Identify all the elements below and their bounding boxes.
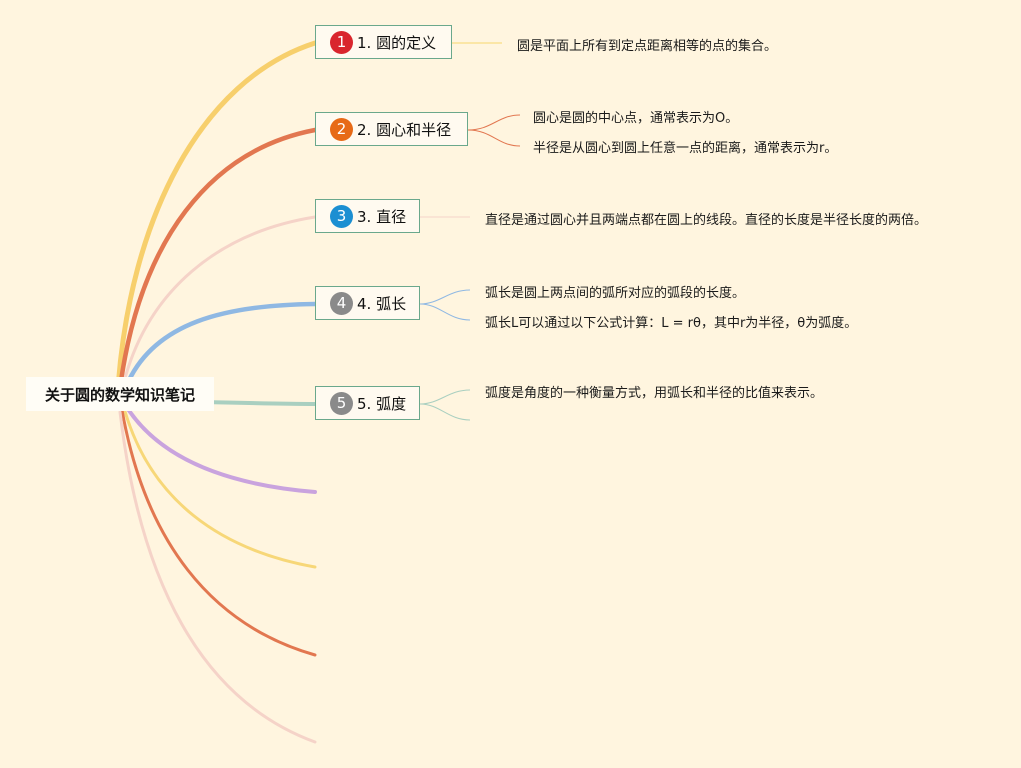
topic-4-note-2[interactable]: 弧长L可以通过以下公式计算：L = rθ，其中r为半径，θ为弧度。 xyxy=(485,316,858,331)
topic-4-label: 4. 弧长 xyxy=(357,294,407,313)
number-badge-2: 2 xyxy=(330,117,353,141)
branch-line-7 xyxy=(122,406,317,569)
branch-line-3 xyxy=(120,215,317,392)
branch-line-9 xyxy=(118,410,317,744)
topic-2-note-1[interactable]: 圆心是圆的中心点，通常表示为O。 xyxy=(533,111,739,126)
branch-line-1 xyxy=(115,40,318,391)
branch-line-2 xyxy=(117,127,318,391)
root-topic[interactable]: 关于圆的数学知识笔记 xyxy=(26,377,214,411)
note-connector-2a xyxy=(467,114,521,131)
topic-2-note-2[interactable]: 半径是从圆心到圆上任意一点的距离，通常表示为r。 xyxy=(533,141,838,156)
number-badge-3: 3 xyxy=(330,204,353,228)
branch-line-6 xyxy=(124,404,317,494)
branch-line-8 xyxy=(120,408,317,657)
topic-5-label: 5. 弧度 xyxy=(357,394,407,413)
note-connector-5b xyxy=(419,403,471,421)
topic-5[interactable]: 5 5. 弧度 xyxy=(315,386,420,420)
topic-3-note-1[interactable]: 直径是通过圆心并且两端点都在圆上的线段。直径的长度是半径长度的两倍。 xyxy=(485,213,928,228)
note-connector-2b xyxy=(467,129,521,147)
topic-2-label: 2. 圆心和半径 xyxy=(357,120,452,139)
number-badge-1: 1 xyxy=(330,30,353,54)
topic-2[interactable]: 2 2. 圆心和半径 xyxy=(315,112,468,146)
note-connector-5a xyxy=(419,389,471,405)
number-badge-5: 5 xyxy=(330,391,353,415)
number-badge-4: 4 xyxy=(330,291,353,315)
branch-line-4 xyxy=(121,301,318,395)
note-connector-4a xyxy=(419,289,471,305)
topic-3[interactable]: 3 3. 直径 xyxy=(315,199,420,233)
topic-4[interactable]: 4 4. 弧长 xyxy=(315,286,420,320)
topic-1-label: 1. 圆的定义 xyxy=(357,33,437,52)
note-connector-4b xyxy=(419,303,471,321)
topic-4-note-1[interactable]: 弧长是圆上两点间的弧所对应的弧段的长度。 xyxy=(485,286,746,301)
topic-3-label: 3. 直径 xyxy=(357,207,407,226)
topic-1-note-1[interactable]: 圆是平面上所有到定点距离相等的点的集合。 xyxy=(517,39,778,54)
topic-1[interactable]: 1 1. 圆的定义 xyxy=(315,25,452,59)
topic-5-note-1[interactable]: 弧度是角度的一种衡量方式，用弧长和半径的比值来表示。 xyxy=(485,386,824,401)
